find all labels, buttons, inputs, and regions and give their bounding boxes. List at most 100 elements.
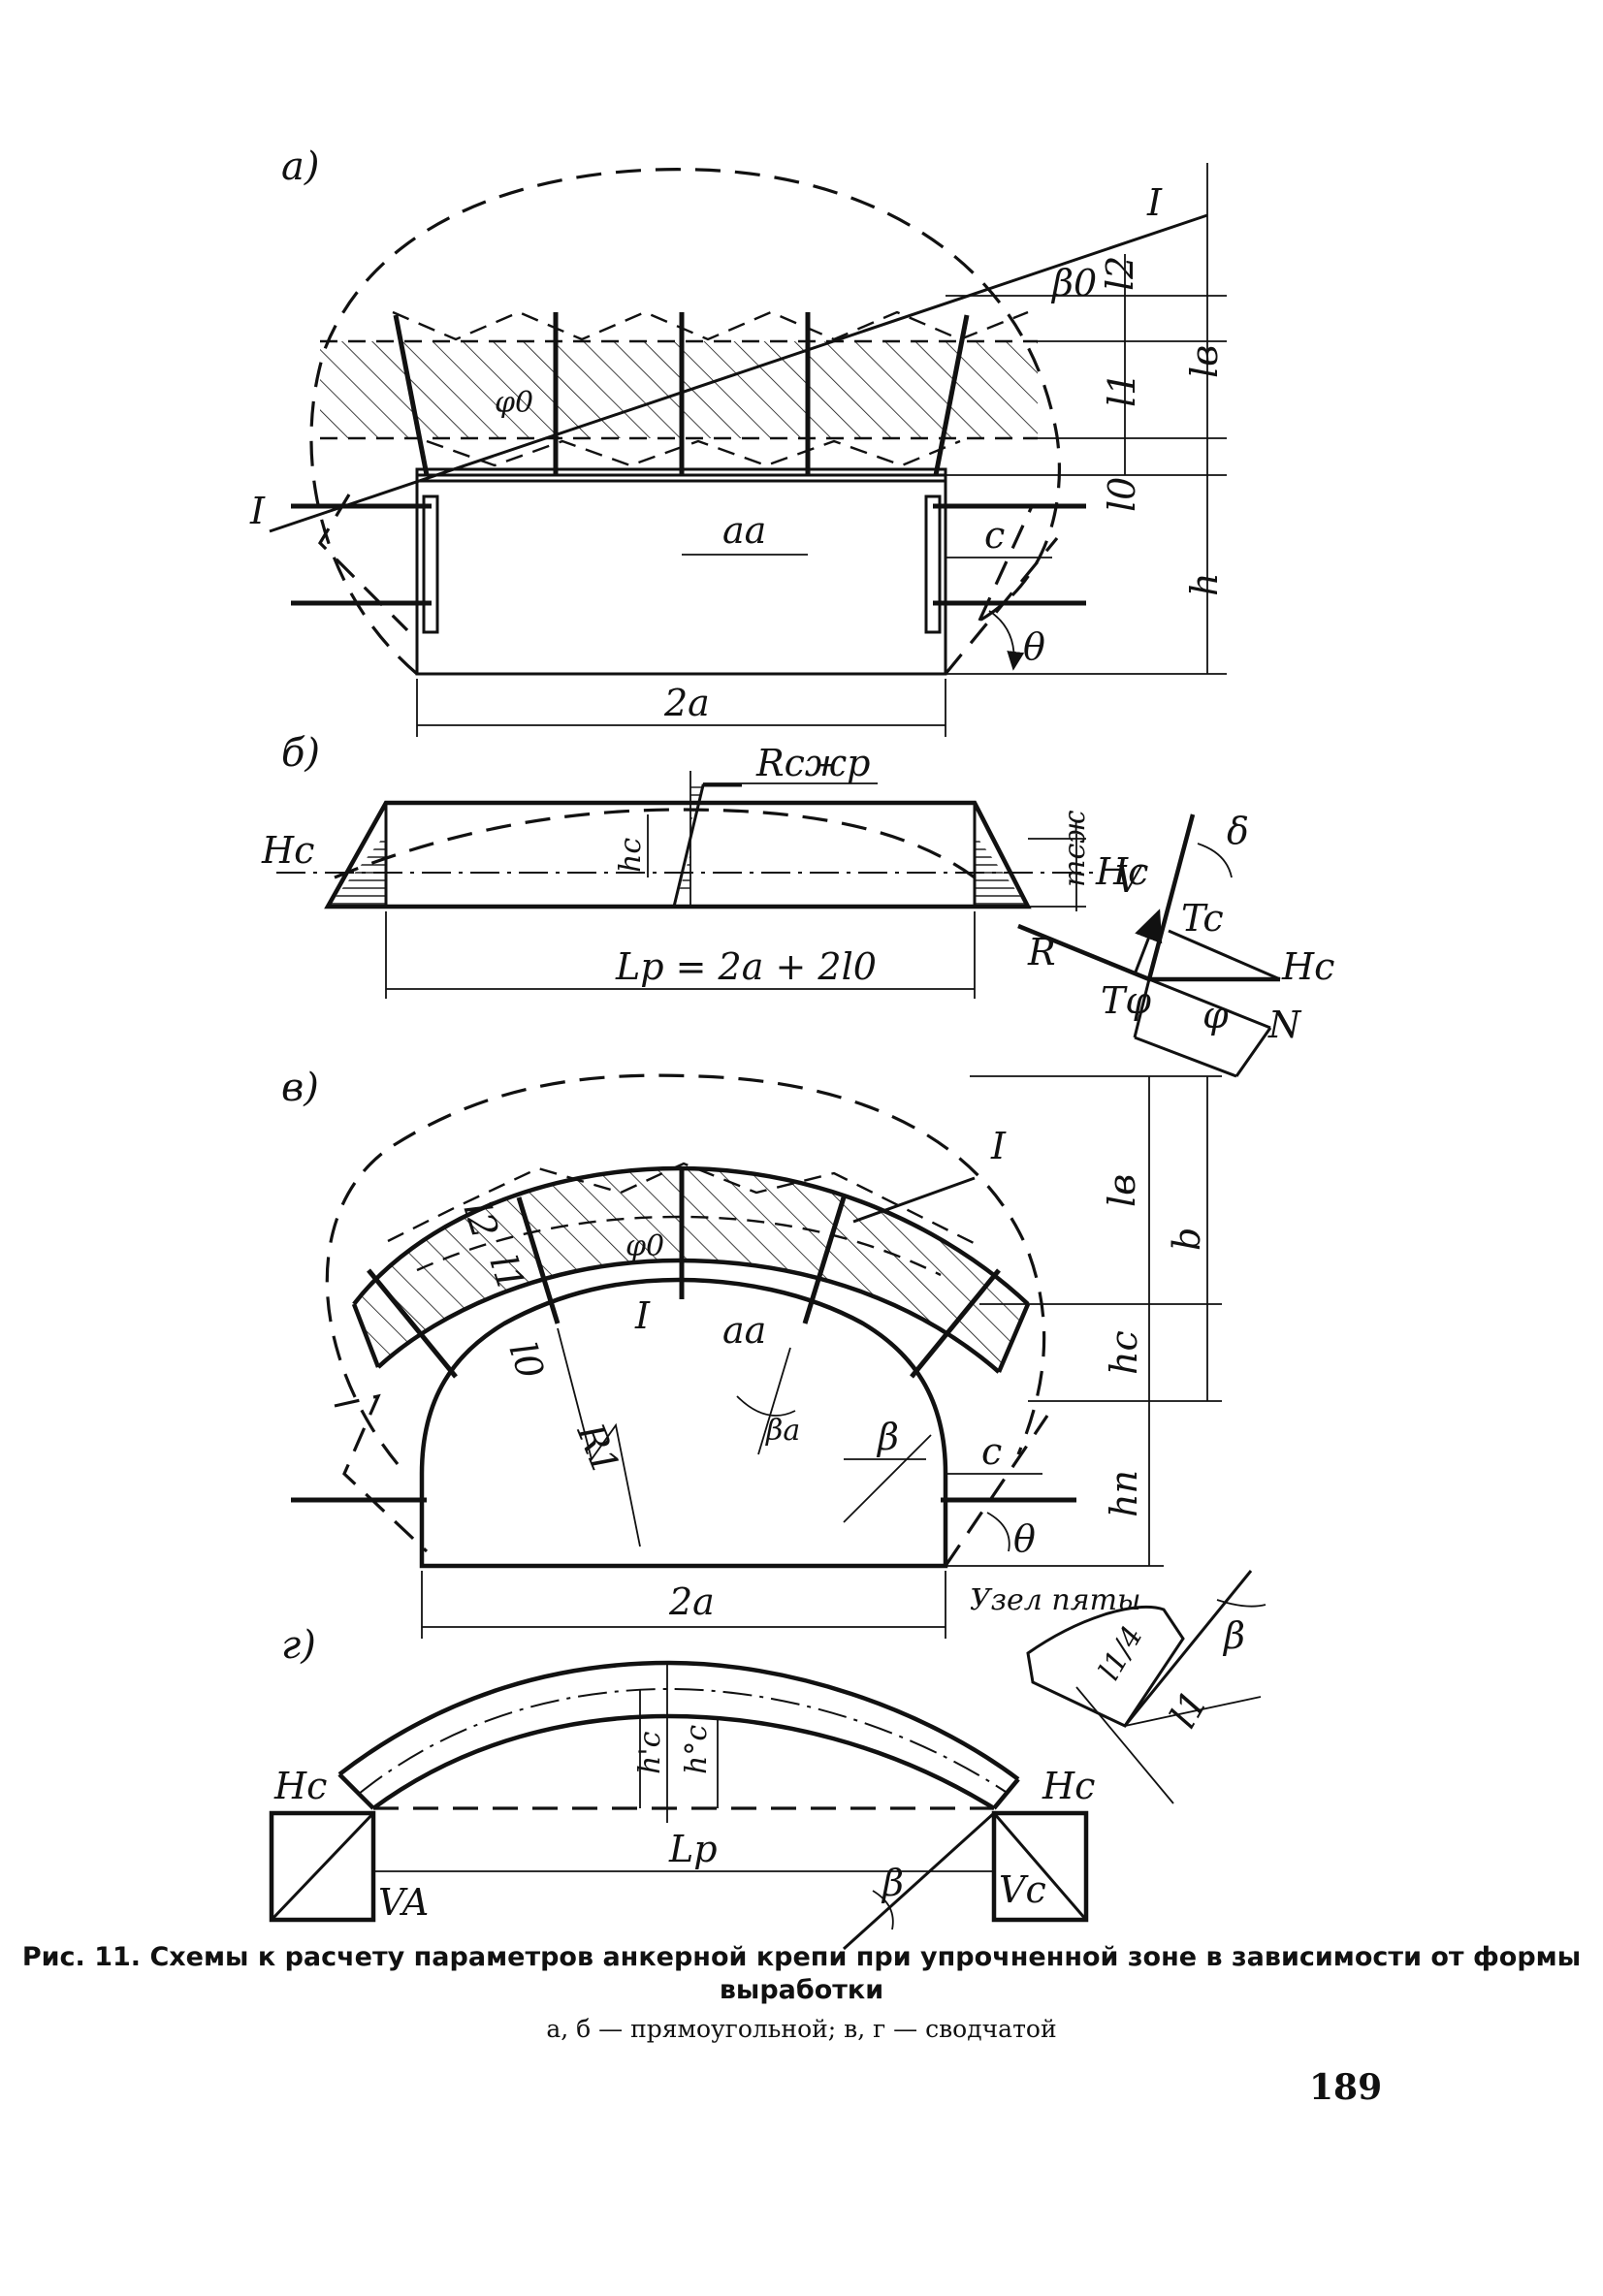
force-v: V	[1115, 858, 1145, 901]
panel-v-phi0: φ0	[625, 1229, 664, 1263]
force-delta-arc	[1197, 843, 1233, 878]
panel-g-beta-arc	[872, 1890, 894, 1930]
panel-g-arch-axis	[358, 1687, 1010, 1795]
panel-g-right-support	[991, 1810, 1089, 1923]
force-n-line	[1148, 977, 1271, 1030]
panel-v-section-label: I	[990, 1125, 1007, 1167]
panel-v-slip-line	[944, 1415, 1049, 1567]
panel-v-width: 2a	[668, 1580, 715, 1623]
panel-b-hc-mid: hc	[614, 838, 648, 873]
panel-v-arch-ends	[351, 1303, 1031, 1373]
panel-a-section-label-left: I	[249, 490, 266, 532]
panel-b-hc-right: Hc	[1095, 850, 1148, 893]
panel-g-beta-line	[842, 1811, 996, 1951]
panel-g-beta: β	[881, 1862, 904, 1904]
force-delta: δ	[1227, 810, 1249, 852]
panel-a-anchor-5	[933, 314, 970, 476]
panel-a-l1: l1	[1101, 372, 1143, 407]
force-n: N	[1267, 1004, 1302, 1046]
panel-v: в) I I l2 l1 l0 φ0 aa R1 βa	[281, 1066, 1222, 1639]
figure-caption: Рис. 11. Схемы к расчету параметров анке…	[21, 1942, 1582, 2005]
force-base-line	[1134, 1036, 1237, 1078]
force-phi: φ	[1202, 994, 1229, 1036]
node-l1-line	[1124, 1696, 1262, 1727]
panel-v-zigzag	[387, 1162, 980, 1248]
panel-v-beta-line	[843, 1434, 932, 1523]
force-tc: Tc	[1181, 897, 1224, 940]
force-tphi: Tφ	[1101, 979, 1151, 1022]
panel-v-aa: aa	[722, 1309, 766, 1352]
force-v-line	[1146, 813, 1196, 980]
panel-a-aa: aa	[722, 509, 766, 552]
node-shape	[1026, 1605, 1185, 1728]
panel-v-section-line	[852, 1176, 976, 1224]
panel-a-zigzag-bottom	[426, 439, 961, 467]
panel-v-theta: θ	[1013, 1517, 1036, 1560]
panel-b-pressure-curve	[334, 808, 976, 879]
panel-g-hc-right: Hc	[1042, 1765, 1095, 1807]
panel-g-arch-inner	[371, 1713, 996, 1810]
panel-g-label: г)	[281, 1623, 316, 1668]
panel-g-left-diag	[270, 1811, 375, 1922]
panel-g-arch-ends	[337, 1772, 1020, 1810]
panel-g-hc1: h'c	[633, 1731, 667, 1774]
panel-v-l0: l0	[500, 1337, 552, 1384]
figure-caption-subtitle: а, б — прямоугольной; в, г — сводчатой	[546, 2015, 1057, 2043]
panel-b-right-stress	[975, 834, 1028, 907]
panel-v-beta-a: βa	[765, 1414, 800, 1448]
panel-a-dash-left	[317, 494, 409, 632]
panel-v-mid-arch	[416, 1215, 942, 1277]
panel-a-c: c	[984, 514, 1005, 557]
node-beta: β	[1222, 1614, 1245, 1657]
panel-b: б) Hc Rсжр hc mсж Hc Lр = 2a + 2l0	[261, 731, 1334, 1078]
panel-a-label: а)	[281, 144, 319, 189]
panel-v-dash-left	[334, 1393, 429, 1553]
panel-g-vc: Vc	[999, 1868, 1046, 1911]
page-number: 189	[1309, 2067, 1383, 2108]
panel-v-reinforced-arch	[354, 1168, 1028, 1372]
panel-g-arch-outer	[337, 1660, 1020, 1781]
panel-v-lv: lв	[1101, 1174, 1143, 1207]
panel-a-anchor-1	[393, 314, 430, 476]
panel-a-zigzag-top	[392, 310, 1029, 341]
panel-a-h: h	[1183, 573, 1226, 596]
panel-v-section-label-2: I	[634, 1294, 651, 1337]
force-r: R	[1027, 931, 1056, 973]
panel-b-force-polygon: δ V Tc R Hc Tφ φ N	[1017, 810, 1334, 1078]
panel-g-left-support	[269, 1810, 376, 1923]
panel-a-section-line	[269, 213, 1208, 533]
panel-a-theta: θ	[1023, 625, 1045, 668]
panel-a-phi0: φ0	[495, 386, 533, 420]
panel-v-hn: hп	[1103, 1470, 1145, 1517]
panel-a-lv: lв	[1183, 345, 1226, 378]
panel-g-hc-left: Hc	[273, 1765, 327, 1807]
panel-v-beta-a-arc	[736, 1395, 796, 1417]
node-cut-line	[1075, 1686, 1174, 1804]
panel-b-lp: Lр = 2a + 2l0	[615, 945, 877, 988]
panel-v-c: c	[981, 1430, 1002, 1473]
panel-v-arch-inner	[376, 1258, 1001, 1374]
panel-v-excavation	[419, 1277, 948, 1569]
panel-a-section-label-right: I	[1146, 181, 1163, 224]
panel-v-beta: β	[876, 1416, 899, 1458]
panel-b-rcp: Rсжр	[755, 742, 870, 784]
panel-a-beta0: β0	[1050, 262, 1097, 304]
node-beta-arc	[1216, 1599, 1266, 1608]
node-l1: l1	[1162, 1683, 1216, 1735]
force-r-line	[1017, 923, 1150, 982]
panel-v-anchor-5	[910, 1268, 1001, 1379]
panel-v-arch-outer	[352, 1165, 1030, 1306]
panel-b-hc-left: Hc	[261, 829, 314, 872]
force-hc: Hc	[1281, 945, 1334, 988]
panel-g-lp: Lр	[668, 1828, 718, 1870]
panel-g-va: VA	[378, 1881, 429, 1924]
force-tphi-line	[1133, 978, 1151, 1038]
panel-a: а) I I	[249, 144, 1227, 737]
panel-v-label: в)	[281, 1066, 319, 1110]
panel-v-anchor-1	[367, 1268, 458, 1379]
panel-b-label: б)	[281, 731, 320, 776]
panel-a-width: 2a	[663, 682, 710, 724]
panel-a-l0: l0	[1101, 477, 1143, 512]
panel-b-mcz: mсж	[1058, 811, 1092, 887]
